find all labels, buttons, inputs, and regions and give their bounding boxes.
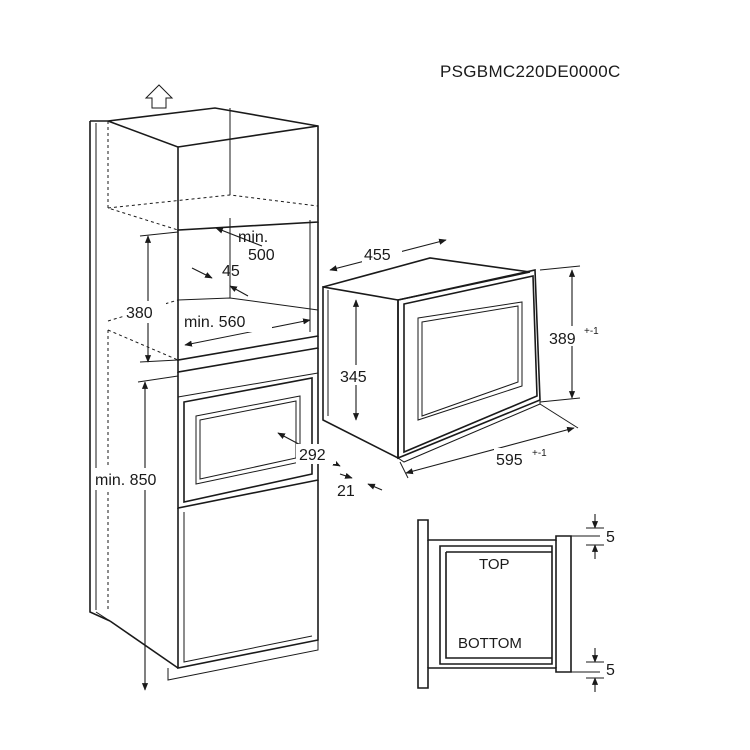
dim-appliance-front-height-tolerance: +-1 [584, 326, 599, 337]
dim-appliance-front-width-tolerance: +-1 [532, 448, 547, 459]
dim-niche-width: min. 560 [184, 314, 245, 331]
dim-appliance-depth: 455 [364, 247, 391, 264]
section-label-bottom: BOTTOM [458, 635, 522, 652]
cabinet-drawing [89, 84, 319, 681]
ventilation-up-arrow-icon [144, 84, 174, 109]
appliance-dimensions: 455 345 389 +-1 595 +-1 [329, 238, 599, 479]
cabinet-dimensions: min. 500 45 380 min. 560 min. 850 292 21 [94, 227, 383, 691]
dim-appliance-front-width: 595 [496, 452, 523, 469]
dim-vent-gap: 45 [222, 263, 240, 280]
dim-niche-height: 380 [126, 305, 153, 322]
dim-front-21: 21 [337, 483, 355, 500]
dim-depth-292: 292 [299, 447, 326, 464]
appliance-drawing [322, 257, 541, 463]
dim-appliance-body-height: 345 [340, 369, 367, 386]
dim-niche-floor-height: min. 850 [95, 472, 156, 489]
section-label-top: TOP [479, 556, 510, 573]
section-gap-top: 5 [606, 529, 615, 546]
dim-appliance-front-height: 389 [549, 331, 576, 348]
dim-niche-depth-line1: min. [238, 229, 268, 246]
section-view: TOP BOTTOM 5 5 [417, 514, 615, 692]
model-code: PSGBMC220DE0000C [440, 62, 621, 81]
section-gap-bottom: 5 [606, 662, 615, 679]
dim-niche-depth-line2: 500 [248, 247, 275, 264]
